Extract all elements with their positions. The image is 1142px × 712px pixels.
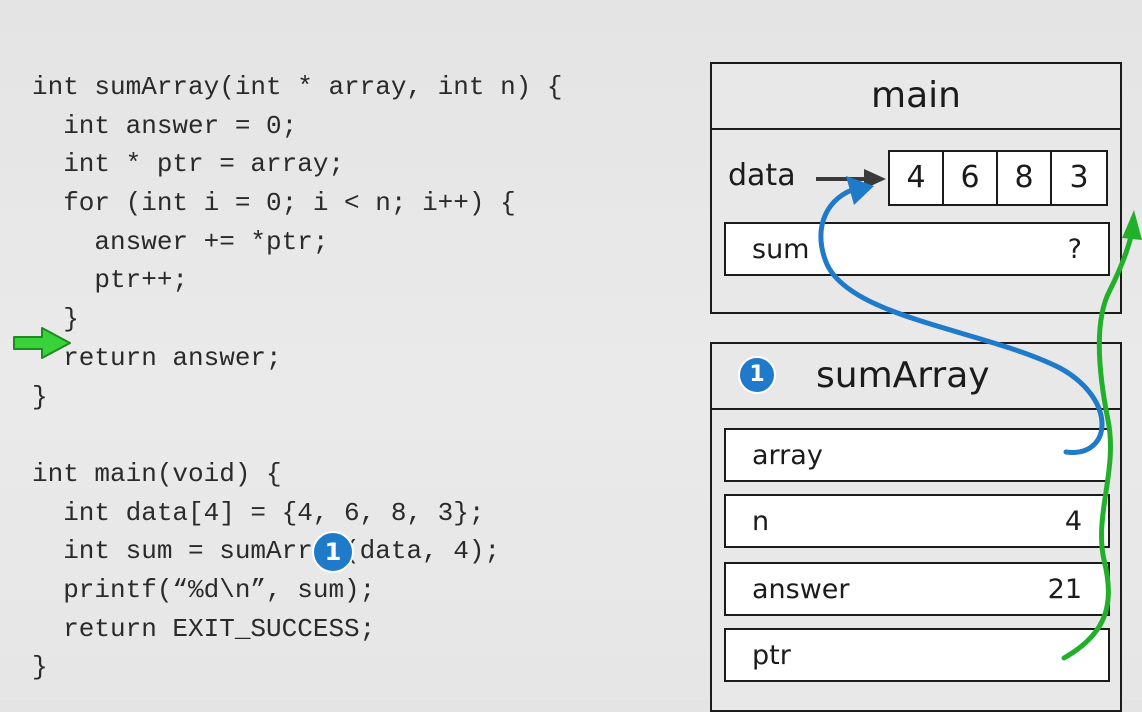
code-line: int sumArray(int * array, int n) { <box>32 72 563 102</box>
code-line <box>32 416 563 455</box>
array-cell: 6 <box>944 152 998 204</box>
sum-variable-box: sum ? <box>724 222 1110 276</box>
code-line: return EXIT_SUCCESS; <box>32 613 376 644</box>
array-cell: 8 <box>998 152 1052 204</box>
program-counter-arrow-icon <box>13 327 71 359</box>
code-line-current: return answer; <box>32 342 282 373</box>
code-line: } <box>32 304 79 335</box>
code-line: int sum = sumArray(data, 4); <box>32 536 501 567</box>
n-variable-box: n 4 <box>724 494 1110 548</box>
array-variable-box: array <box>724 428 1110 482</box>
data-array: 4 6 8 3 <box>888 150 1108 206</box>
variable-name: n <box>752 506 770 537</box>
variable-value: 21 <box>1047 574 1082 605</box>
variable-name: array <box>752 440 823 471</box>
variable-value: ? <box>1067 234 1082 265</box>
code-line: int answer = 0; <box>32 110 298 141</box>
variable-name: ptr <box>752 640 791 671</box>
ptr-pointer-arrowhead-icon <box>1122 210 1142 240</box>
array-cell: 4 <box>890 152 944 204</box>
code-line: int main(void) { <box>32 458 282 489</box>
ptr-variable-box: ptr <box>724 628 1110 682</box>
code-line: ptr++; <box>32 265 189 296</box>
frame-title-main: main <box>712 64 1120 130</box>
code-line: int * ptr = array; <box>32 149 345 180</box>
code-listing: int sumArray(int * array, int n) { int a… <box>32 68 563 687</box>
data-variable-label: data <box>728 158 796 193</box>
code-line: int data[4] = {4, 6, 8, 3}; <box>32 497 485 528</box>
array-cell: 3 <box>1069 160 1089 195</box>
data-pointer-arrow-icon <box>816 169 886 189</box>
code-line: answer += *ptr; <box>32 226 329 257</box>
variable-name: answer <box>752 574 850 605</box>
code-line: } <box>32 652 48 683</box>
code-line: printf(“%d\n”, sum); <box>32 574 376 605</box>
answer-variable-box: answer 21 <box>724 562 1110 616</box>
call-step-badge: 1 <box>312 531 354 573</box>
code-line: for (int i = 0; i < n; i++) { <box>32 188 516 219</box>
main-stack-frame: main data 4 6 8 3 sum ? <box>710 62 1122 314</box>
code-line: } <box>32 381 48 412</box>
variable-name: sum <box>752 234 810 265</box>
frame-step-badge: 1 <box>738 356 776 394</box>
variable-value: 4 <box>1064 506 1082 537</box>
sumarray-stack-frame: sumArray array n 4 answer 21 ptr <box>710 342 1122 712</box>
